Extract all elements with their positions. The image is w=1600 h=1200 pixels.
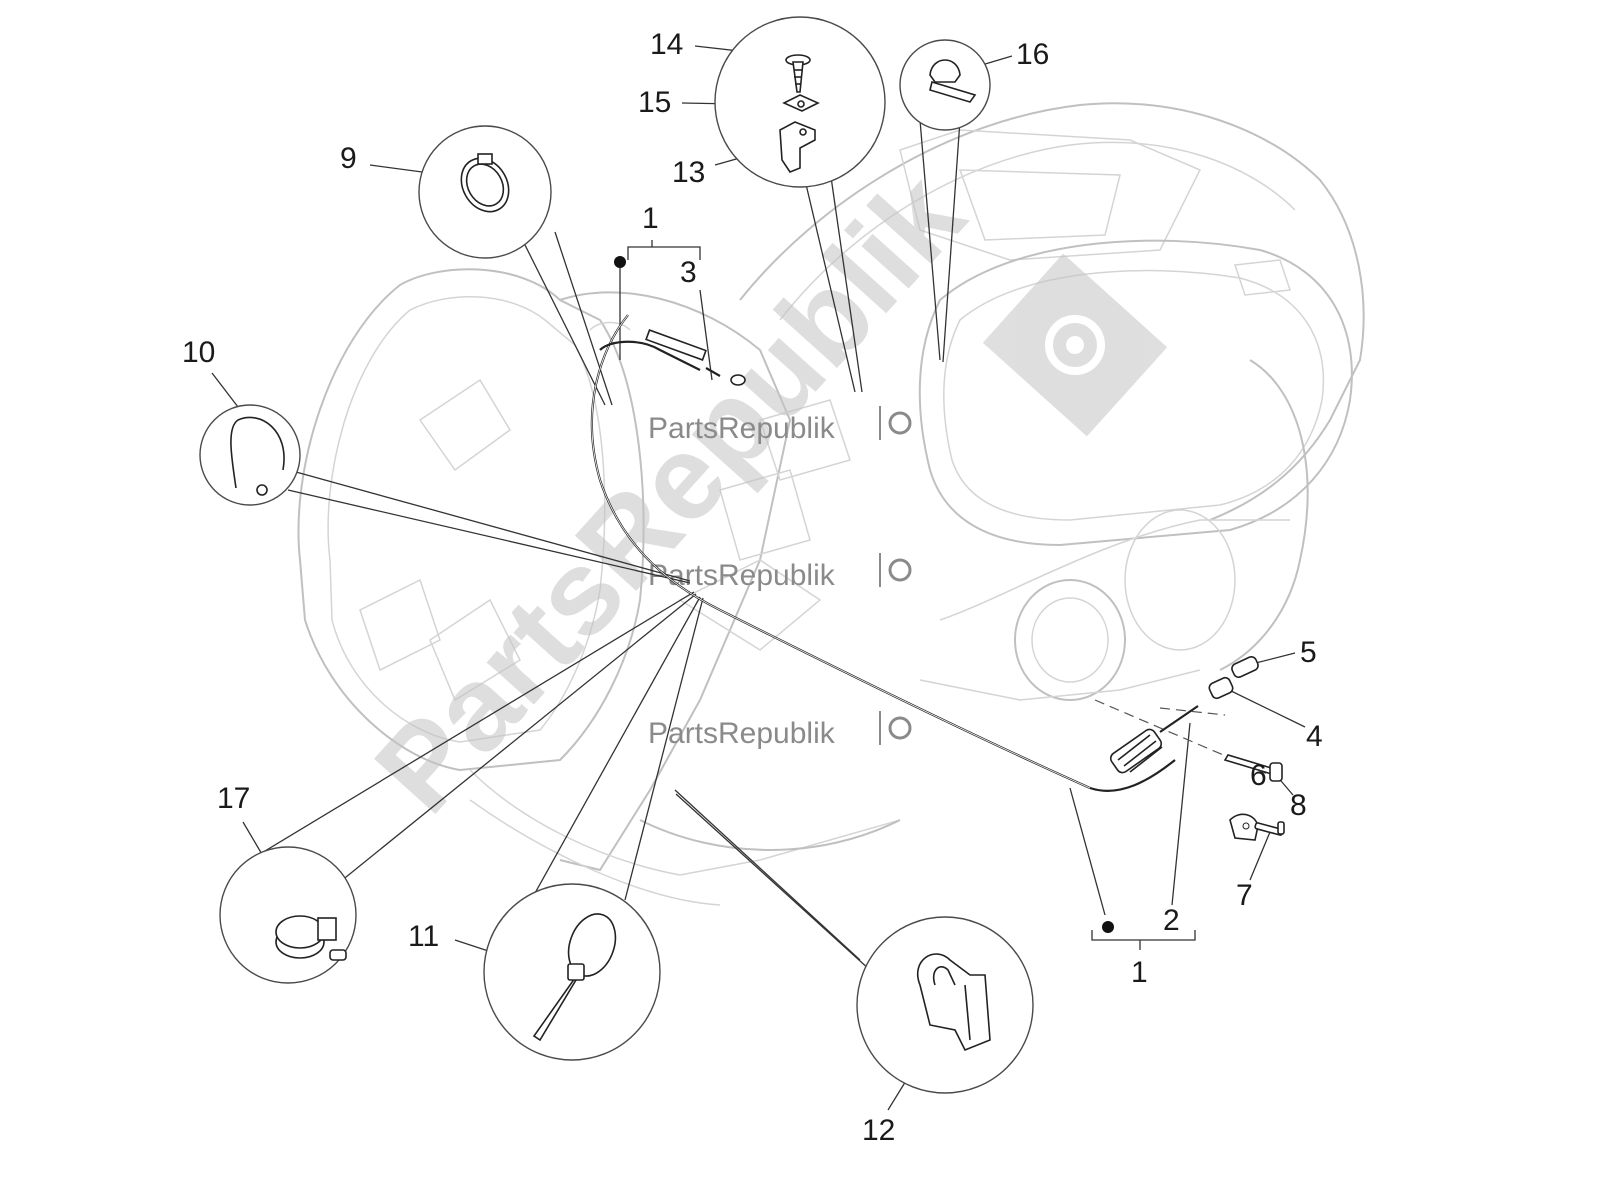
assembly-dot-top: [614, 256, 626, 268]
callout-12: 12: [862, 1114, 895, 1147]
callout-17: 17: [217, 782, 250, 815]
watermark-3: PartsRepublik: [648, 711, 912, 750]
assembly-dot-bottom: [1102, 921, 1114, 933]
detail-circle-13-15: [714, 16, 886, 188]
callout-9: 9: [340, 142, 357, 175]
svg-text:PartsRepublik: PartsRepublik: [648, 412, 836, 445]
watermark-2: PartsRepublik: [648, 553, 912, 592]
throttle-cable: [590, 314, 1199, 792]
detail-circle-16: [899, 39, 991, 131]
hardware-parts: [1208, 656, 1285, 841]
detail-circle-11: [483, 883, 661, 1061]
scooter-body-outline: [297, 102, 1365, 906]
callout-1-bottom: 1: [1131, 956, 1148, 989]
detail-circle-10: [199, 404, 301, 506]
callout-10: 10: [182, 336, 215, 369]
callout-16: 16: [1016, 38, 1049, 71]
detail-circle-9: [418, 125, 552, 259]
detail-circle-17: [219, 846, 357, 984]
gear-icon: [888, 716, 912, 740]
watermark-1: PartsRepublik: [648, 406, 912, 445]
callout-7: 7: [1236, 879, 1253, 912]
callout-labels: 1 3 9 10 14 15 13 16 5 4 6 8 7 2 1 17 11…: [182, 28, 1323, 1147]
callout-11: 11: [408, 920, 439, 953]
svg-text:PartsRepublik: PartsRepublik: [648, 717, 836, 750]
callout-14: 14: [650, 28, 683, 61]
callout-8: 8: [1290, 789, 1307, 822]
cable-adjuster: [1109, 705, 1199, 774]
callout-1-top: 1: [642, 202, 659, 235]
callout-15: 15: [638, 86, 671, 119]
gear-icon: [888, 558, 912, 582]
callout-5: 5: [1300, 636, 1317, 669]
callout-4: 4: [1306, 720, 1323, 753]
callout-3: 3: [680, 256, 697, 289]
leader-lines: [211, 45, 1306, 1111]
gear-icon: [888, 411, 912, 435]
callout-2: 2: [1163, 904, 1180, 937]
svg-text:PartsRepublik: PartsRepublik: [648, 559, 836, 592]
detail-circle-12: [856, 916, 1034, 1094]
callout-13: 13: [672, 156, 705, 189]
callout-6: 6: [1250, 759, 1267, 792]
